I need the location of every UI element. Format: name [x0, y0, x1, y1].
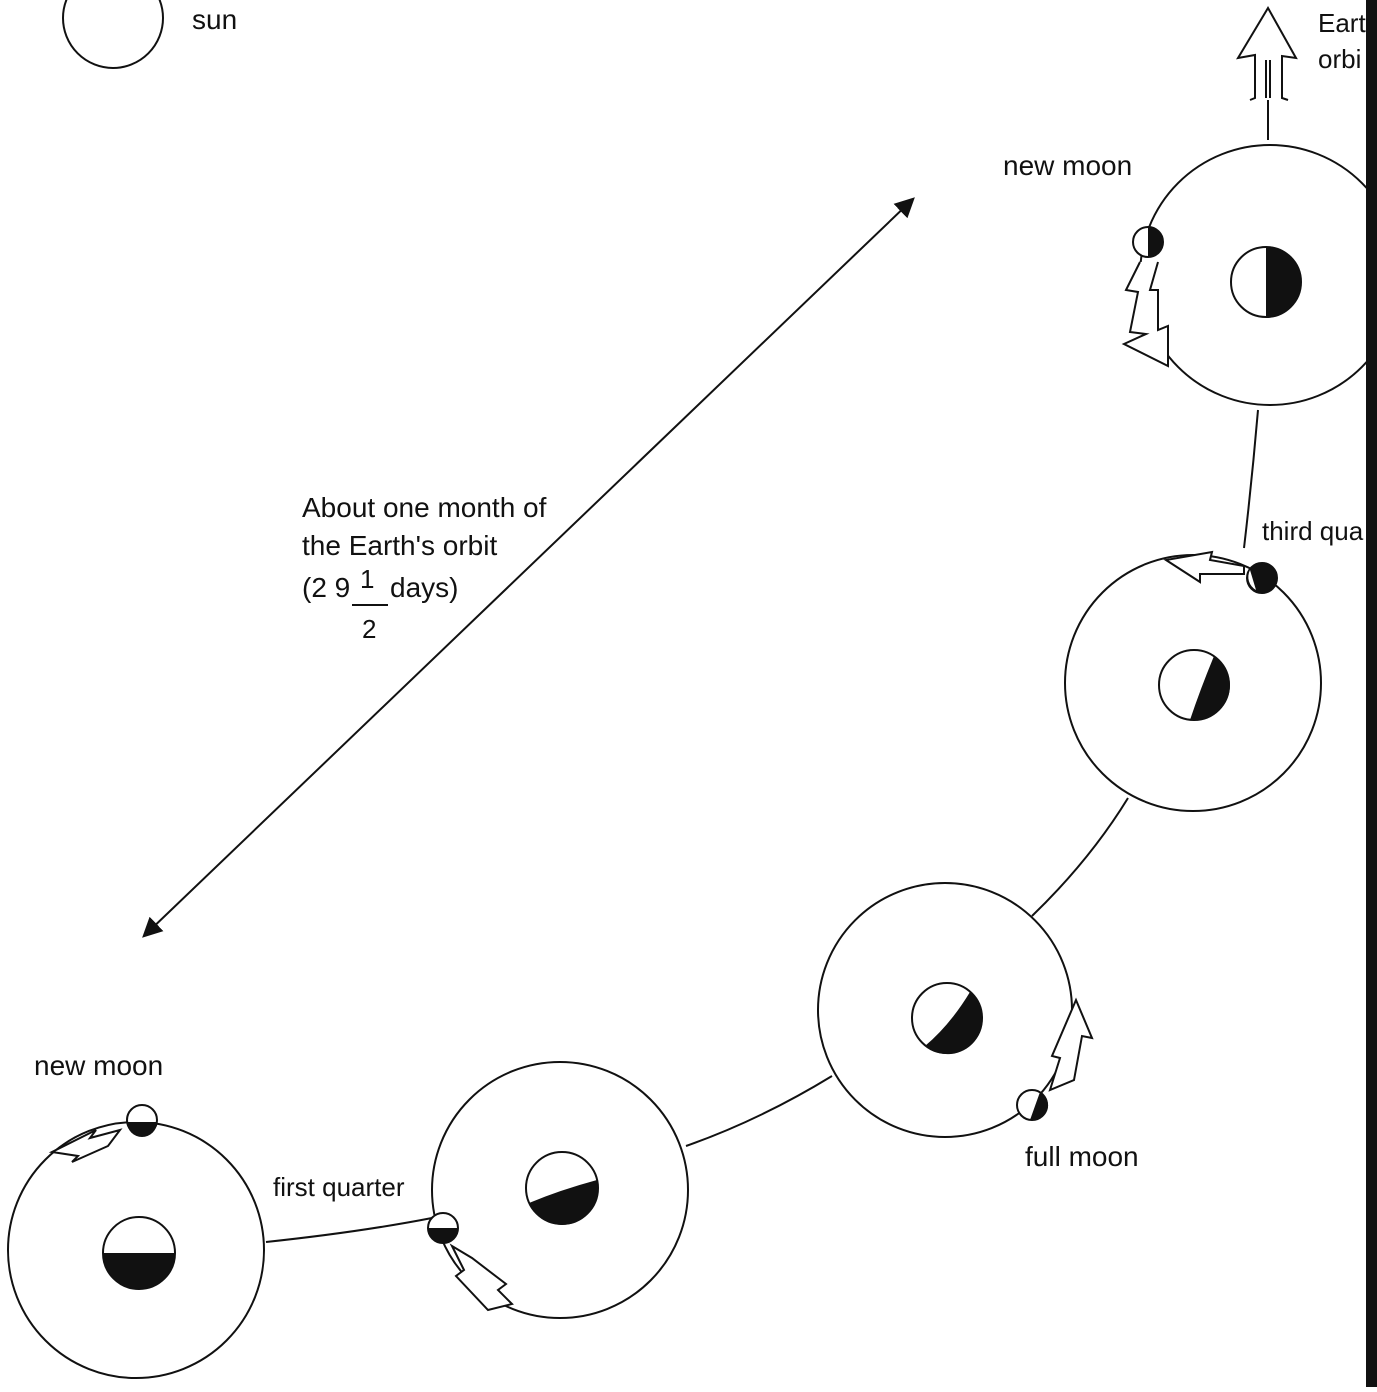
moon-small-icon: [1132, 226, 1164, 258]
one-month-double-arrow: [142, 197, 915, 938]
earth-orbit-direction-arrow: [1236, 6, 1298, 140]
one-month-label-line2: the Earth's orbit: [302, 530, 498, 561]
moon-small-icon: [126, 1104, 158, 1137]
moon-phase-icon-half: [102, 1216, 176, 1290]
moon-motion-arrow: [48, 1128, 123, 1163]
moon-phase-icon-gibbous: [911, 982, 983, 1055]
moon-phase-icon-third-quarter: [1158, 649, 1230, 721]
orbit-station-third-quarter: [1064, 550, 1322, 812]
orbit-station-new-moon-bottom: [7, 1104, 265, 1379]
one-month-label-line1: About one month of: [302, 492, 547, 523]
new-moon-top-label: new moon: [1003, 150, 1133, 181]
moon-phase-icon-new: [1230, 246, 1302, 318]
page-edge-bar: [1366, 0, 1377, 1387]
moon-small-icon: [1246, 562, 1278, 594]
third-quarter-label: third qua: [1262, 516, 1364, 546]
orbit-station-new-moon-top: [1121, 144, 1377, 406]
earth-orbit-label-line1: Eart: [1318, 8, 1366, 38]
sun-label: sun: [192, 4, 238, 35]
earth-orbit-label-line2: orbi: [1318, 44, 1362, 74]
one-month-fraction-numerator: 1: [360, 564, 375, 594]
orbit-station-full-moon: [817, 882, 1094, 1138]
one-month-fraction-denominator: 2: [362, 614, 377, 644]
moon-motion-arrow: [449, 1243, 514, 1312]
earth-orbit-path: [265, 409, 1259, 1243]
full-moon-label: full moon: [1025, 1141, 1139, 1172]
moon-phase-icon-first-quarter: [525, 1151, 599, 1225]
sun-icon: [62, 0, 164, 69]
first-quarter-label: first quarter: [273, 1172, 405, 1202]
orbit-station-first-quarter: [427, 1061, 689, 1319]
one-month-fraction-bar: [352, 604, 388, 606]
moon-small-icon: [1016, 1089, 1049, 1121]
one-month-label-line3-end: days): [390, 572, 459, 603]
moon-motion-arrow: [1048, 997, 1094, 1092]
one-month-label-line3-start: (2 9: [302, 572, 351, 603]
moon-small-icon: [427, 1212, 459, 1244]
moon-motion-arrow: [1163, 550, 1245, 584]
new-moon-bottom-label: new moon: [34, 1050, 164, 1081]
moon-motion-arrow: [1121, 261, 1169, 368]
